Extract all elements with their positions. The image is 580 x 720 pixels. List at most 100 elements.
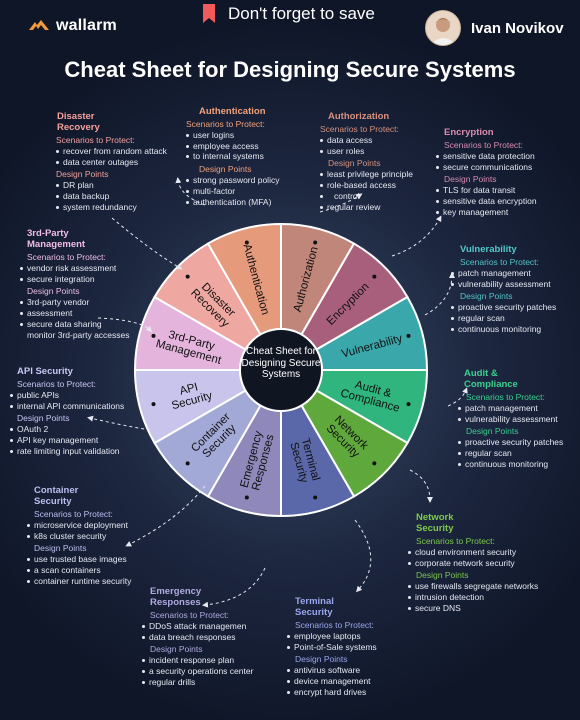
wheel-segment-dot [313,240,318,245]
wheel-segment-dot [185,461,190,466]
authorization-point-1: least privilege principle [320,169,445,180]
section-disaster-recovery: Disaster Recovery Scenarios to Protect: … [36,111,186,213]
avatar [425,10,461,46]
save-reminder[interactable]: Don't forget to save [202,4,375,24]
authentication-scenario-1: user logins [186,130,316,141]
wheel-segment-dot [244,240,249,245]
api-design-label: Design Points [17,413,70,424]
wallarm-logo[interactable]: wallarm [28,17,117,35]
network-scenarios-label: Scenarios to Protect: [416,536,495,546]
section-emergency-responses: Emergency Responses Scenarios to Protect… [142,586,292,688]
audit-point-1: proactive security patches [458,437,578,448]
authorization-scenarios-label: Scenarios to Protect: [320,124,399,134]
emergency-point-3: regular drills [142,677,292,688]
audit-scenarios-label: Scenarios to Protect: [466,392,545,402]
thirdparty-design-label: Design Points [27,286,80,297]
authorization-title: Authorization [328,111,390,122]
disaster-scenario-2: data center outages [56,157,186,168]
vulnerability-scenario-1: patch management [451,268,579,279]
authorization-design-label: Design Points [328,158,381,169]
save-label: Don't forget to save [228,4,375,23]
container-scenarios-label: Scenarios to Protect: [34,509,113,519]
emergency-title-1: Emergency [150,586,202,597]
wallarm-logo-icon [29,20,49,30]
vulnerability-design-label: Design Points [460,291,513,302]
terminal-point-1: antivirus software [287,665,412,676]
page-title: Cheat Sheet for Designing Secure Systems [64,57,516,82]
thirdparty-scenarios-label: Scenarios to Protect: [27,252,106,262]
wheel-segment-dot [372,274,377,279]
container-point-3: container runtime security [27,576,177,587]
thirdparty-title-2: Management [27,239,86,250]
terminal-title-2: Security [295,607,333,618]
encryption-point-2: sensitive data encryption [436,196,576,207]
emergency-scenarios-label: Scenarios to Protect: [150,610,229,620]
emergency-scenario-2: data breach responses [142,632,292,643]
emergency-design-label: Design Points [150,644,203,655]
audit-scenario-1: patch management [458,403,578,414]
wheel-hub [239,328,323,412]
vulnerability-scenarios-label: Scenarios to Protect: [460,257,539,267]
authorization-scenario-2: user roles [320,146,445,157]
thirdparty-scenario-2: secure integration [20,274,170,285]
author-chip[interactable]: Ivan Novikov [425,10,564,46]
section-api-security: API Security Scenarios to Protect: publi… [10,366,150,457]
container-design-label: Design Points [34,543,87,554]
emergency-title-2: Responses [150,597,201,608]
network-title-2: Security [416,523,454,534]
thirdparty-point-2: assessment [20,308,170,319]
terminal-title-1: Terminal [295,596,334,607]
emergency-point-1: incident response plan [142,655,292,666]
network-point-1: use firewalls segregate networks [408,581,568,592]
authentication-point-3: authentication (MFA) [186,197,316,208]
authorization-scenario-1: data access [320,135,445,146]
disaster-point-3: system redundancy [56,202,186,213]
terminal-point-2: device management [287,676,412,687]
bookmark-icon [203,4,215,23]
thirdparty-point-1: 3rd-party vendor [20,297,170,308]
section-encryption: Encryption Scenarios to Protect: sensiti… [436,127,576,218]
network-point-2: intrusion detection [408,592,568,603]
network-design-label: Design Points [416,570,469,581]
audit-title-1: Audit & [464,368,498,379]
network-scenario-2: corporate network security [408,558,568,569]
authentication-scenarios-label: Scenarios to Protect: [186,119,265,129]
terminal-scenario-2: Point-of-Sale systems [287,642,412,653]
encryption-title: Encryption [444,127,494,138]
terminal-scenario-1: employee laptops [287,631,412,642]
section-authorization: Authorization Scenarios to Protect: data… [320,111,445,212]
audit-point-3: continuous monitoring [458,459,578,470]
network-title-1: Network [416,512,454,523]
disaster-point-1: DR plan [56,180,186,191]
terminal-scenarios-label: Scenarios to Protect: [295,620,374,630]
api-point-2: API key management [10,435,150,446]
terminal-point-3: encrypt hard drives [287,687,412,698]
section-terminal-security: Terminal Security Scenarios to Protect: … [287,596,412,698]
audit-title-2: Compliance [464,379,518,390]
disaster-point-2: data backup [56,191,186,202]
authorization-point-4: regular review [320,202,445,213]
thirdparty-point-4: monitor 3rd-party accesses [27,329,130,340]
audit-point-2: regular scan [458,448,578,459]
authentication-point-1: strong password policy [186,175,316,186]
encryption-point-1: TLS for data transit [436,185,576,196]
section-network-security: Network Security Scenarios to Protect: c… [408,512,568,614]
container-title-1: Container [34,485,79,496]
thirdparty-scenario-1: vendor risk assessment [20,263,170,274]
vulnerability-point-2: regular scan [451,313,579,324]
terminal-design-label: Design Points [295,654,348,665]
container-point-2: a scan containers [27,565,177,576]
disaster-scenarios-label: Scenarios to Protect: [56,135,135,145]
vulnerability-point-1: proactive security patches [451,302,579,313]
vulnerability-scenario-2: vulnerability assessment [451,279,579,290]
authentication-scenario-3: to internal systems [186,151,316,162]
encryption-point-3: key management [436,207,576,218]
wheel-segment-dot [244,495,249,500]
vulnerability-point-3: continuous monitoring [451,324,579,335]
encryption-scenario-1: sensitive data protection [436,151,576,162]
disaster-design-label: Design Points [56,169,109,180]
section-audit-compliance: Audit & Compliance Scenarios to Protect:… [458,368,578,470]
api-title: API Security [17,366,73,377]
disaster-title-2: Recovery [57,122,100,133]
